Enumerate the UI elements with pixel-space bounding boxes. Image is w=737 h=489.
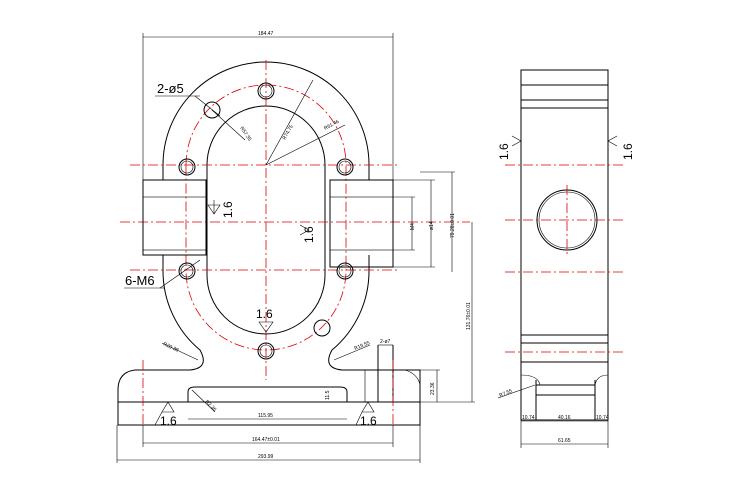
dim-port-thread: M4 (410, 223, 416, 230)
dim-radius-bolt: R61.46 (323, 119, 340, 132)
dim-side-left: 10.74 (522, 415, 535, 421)
dim-side-right: 10.74 (596, 415, 609, 421)
dim-top-width: 184.47 (258, 31, 274, 37)
front-view: 184.47 (116, 31, 475, 463)
bolt-holes (178, 82, 354, 360)
dim-base-thickness: 23.36 (430, 382, 436, 395)
dim-base-hole: 2-ø7 (380, 339, 391, 345)
roughness-symbols: 1.6 1.6 1.6 1.6 1.6 (154, 200, 377, 428)
dim-fillet-left: R20.38 (162, 341, 179, 353)
dim-bolt-spacing: 164.47±0.01 (252, 437, 280, 443)
flange-outline (162, 61, 370, 371)
side-view: 1.6 1.6 R7.55 10.74 40.16 10.74 61.65 (497, 69, 635, 448)
svg-text:1.6: 1.6 (160, 414, 177, 428)
dim-fillet-right: R19.55 (354, 340, 371, 352)
dim-radius-inner: R57.35 (238, 126, 252, 143)
base-outline (117, 369, 421, 426)
dim-side-mid: 40.16 (558, 415, 571, 421)
hole-note-top: 2-ø5 (157, 81, 184, 96)
dim-center-height: 131.76±0.01 (466, 302, 472, 330)
dim-slot-depth: 11.5 (325, 390, 331, 400)
inner-cavity (206, 105, 326, 335)
dim-side-fillet: R7.55 (499, 388, 514, 399)
dim-slot-radius: R2.36 (204, 399, 218, 413)
dim-side-total: 61.65 (558, 438, 571, 444)
dim-port-dia: ø14 (429, 221, 435, 230)
hole-note-side: 6-M6 (125, 273, 155, 288)
dim-overall-width: 293.99 (258, 454, 274, 460)
svg-text:1.6: 1.6 (302, 226, 316, 243)
dim-radius-mid: R74.75 (282, 124, 295, 141)
svg-text:1.6: 1.6 (256, 307, 273, 321)
svg-text:1.6: 1.6 (497, 143, 511, 160)
svg-text:1.6: 1.6 (221, 201, 235, 218)
svg-text:1.6: 1.6 (621, 143, 635, 160)
dim-port-height: 79.28±0.01 (450, 213, 456, 238)
dim-slot-width: 115.95 (258, 413, 273, 419)
svg-text:1.6: 1.6 (360, 414, 377, 428)
